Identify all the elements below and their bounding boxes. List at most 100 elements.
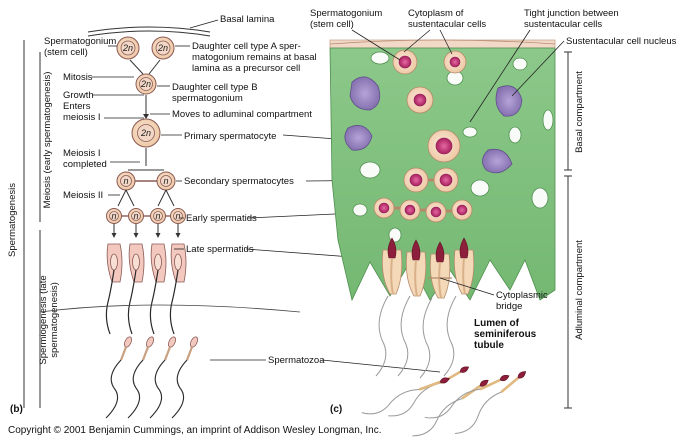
leader-basal-lamina	[189, 19, 219, 29]
early-spermatids-label: Early spermatids	[186, 213, 257, 224]
early-spermatid-cell: n	[128, 208, 144, 224]
meiosis-ii-arrows	[117, 189, 175, 207]
daughter-a-label: Daughter cell type A sper-matogonium rem…	[192, 41, 317, 74]
spermatozoon	[171, 336, 198, 419]
spermatid-arrowhead	[111, 233, 117, 238]
spermatozoa-label: Spermatozoa	[268, 355, 325, 366]
germ-cell	[427, 129, 461, 163]
secondary-spermatocyte-right: n	[156, 171, 176, 191]
spermatozoon	[149, 336, 176, 419]
secondary-spermatocytes-label: Secondary spermatocytes	[184, 176, 294, 187]
late-spermatid	[127, 243, 145, 335]
germ-cell	[451, 199, 473, 221]
basal-compartment-label: Basal compartment	[574, 71, 585, 153]
lumen-spermatozoon	[424, 374, 510, 419]
lumen-spermatozoon	[454, 371, 527, 435]
lumen-tail	[443, 295, 457, 377]
leader-stem-right	[351, 29, 401, 61]
mitosis-cell: 2n	[135, 73, 157, 95]
primary-spermatocyte-label: Primary spermatocyte	[184, 131, 276, 142]
early-spermatid-cell: n	[150, 208, 166, 224]
cell-label-n: n	[175, 211, 180, 221]
adluminal-compartment-label: Adluminal compartment	[574, 240, 585, 340]
late-spermatid	[105, 243, 123, 335]
late-spermatid	[149, 243, 167, 335]
mitosis-arrow-2	[148, 59, 161, 75]
lumen-spermatozoon	[412, 379, 489, 437]
tissue-late-spermatid	[453, 237, 475, 295]
leader-cytoplasm-1	[403, 29, 431, 53]
tissue-section	[329, 39, 556, 302]
spermatid-arrowhead	[175, 233, 181, 238]
spermatogonium-stem-right-label: Spermatogonium(stem cell)	[310, 8, 382, 30]
stem-cell: 2n	[116, 36, 140, 60]
lumen-spermatozoon	[388, 366, 470, 417]
cell-label-n: n	[123, 176, 128, 186]
cell-label-n: n	[111, 211, 116, 221]
late-spermatid	[169, 243, 187, 335]
germ-cell	[425, 201, 447, 223]
spermiogenesis-label-line: spermatogenesis)	[49, 282, 60, 358]
primary-spermatocyte-cell: 2n	[131, 118, 161, 148]
growth-arrowhead	[143, 114, 149, 119]
germ-cell	[373, 197, 395, 219]
spermatid-arrowhead	[133, 233, 139, 238]
meiosis-ii-label: Meiosis II	[63, 190, 103, 201]
tissue-late-spermatid	[381, 237, 403, 295]
daughter-a-cell: 2n	[151, 36, 175, 60]
lumen-spermatozoon	[361, 377, 450, 415]
secondary-spermatocyte-left: n	[116, 171, 136, 191]
spermiogenesis-label-line: Spermiogenesis (late	[38, 275, 49, 364]
lumen-boundary-curve	[39, 304, 301, 313]
leader-tight-junction	[469, 29, 531, 123]
spermatozoa-group	[105, 336, 198, 419]
leader-cytoplasmic-bridge	[439, 277, 495, 296]
germ-cell	[392, 49, 418, 75]
growth-label: Growth	[63, 90, 94, 101]
basal-lamina-line-left-2	[87, 30, 211, 37]
spermatozoon	[127, 336, 154, 419]
cell-label-2n: 2n	[122, 43, 133, 53]
germ-cell	[433, 167, 459, 193]
late-spermatids-group	[105, 243, 187, 335]
early-spermatid-cell: n	[106, 208, 122, 224]
lumen-tail	[375, 295, 389, 377]
spermatogenesis-label: Spermatogenesis	[7, 183, 18, 257]
cell-label-2n: 2n	[140, 79, 151, 89]
tissue-late-spermatids	[381, 237, 475, 299]
spermatogonium-stem-left-label: Spermatogonium(stem cell)	[44, 36, 116, 58]
germ-cell	[399, 199, 421, 221]
tissue-late-spermatid	[429, 241, 451, 299]
mitosis-arrow-1	[129, 59, 144, 75]
cell-label-n: n	[155, 211, 160, 221]
cell-label-n: n	[163, 176, 168, 186]
panel-c-label: (c)	[330, 404, 342, 415]
germ-cell	[406, 86, 434, 114]
spermatid-arrowhead	[155, 233, 161, 238]
leader-sustentacular-nucleus	[511, 40, 565, 97]
moves-adluminal-label: Moves to adluminal compartment	[172, 109, 312, 120]
early-spermatid-cell: n	[170, 208, 186, 224]
cell-label-n: n	[133, 211, 138, 221]
cell-label-2n: 2n	[157, 43, 168, 53]
sustentacular-nucleus-label: Sustentacular cell nucleus	[566, 36, 677, 47]
lumen-spermatozoa	[361, 295, 527, 437]
spermatozoon	[105, 336, 132, 419]
spermiogenesis-label: Spermiogenesis (latespermatogenesis)	[38, 275, 60, 364]
basal-lamina-label: Basal lamina	[220, 14, 275, 25]
panel-b-label: (b)	[10, 404, 23, 415]
germ-cell	[403, 167, 429, 193]
lumen-tail	[419, 297, 433, 379]
mitosis-label: Mitosis	[63, 72, 93, 83]
copyright-text: Copyright © 2001 Benjamin Cummings, an i…	[8, 425, 381, 436]
leader-spermatozoa-c	[321, 359, 441, 373]
